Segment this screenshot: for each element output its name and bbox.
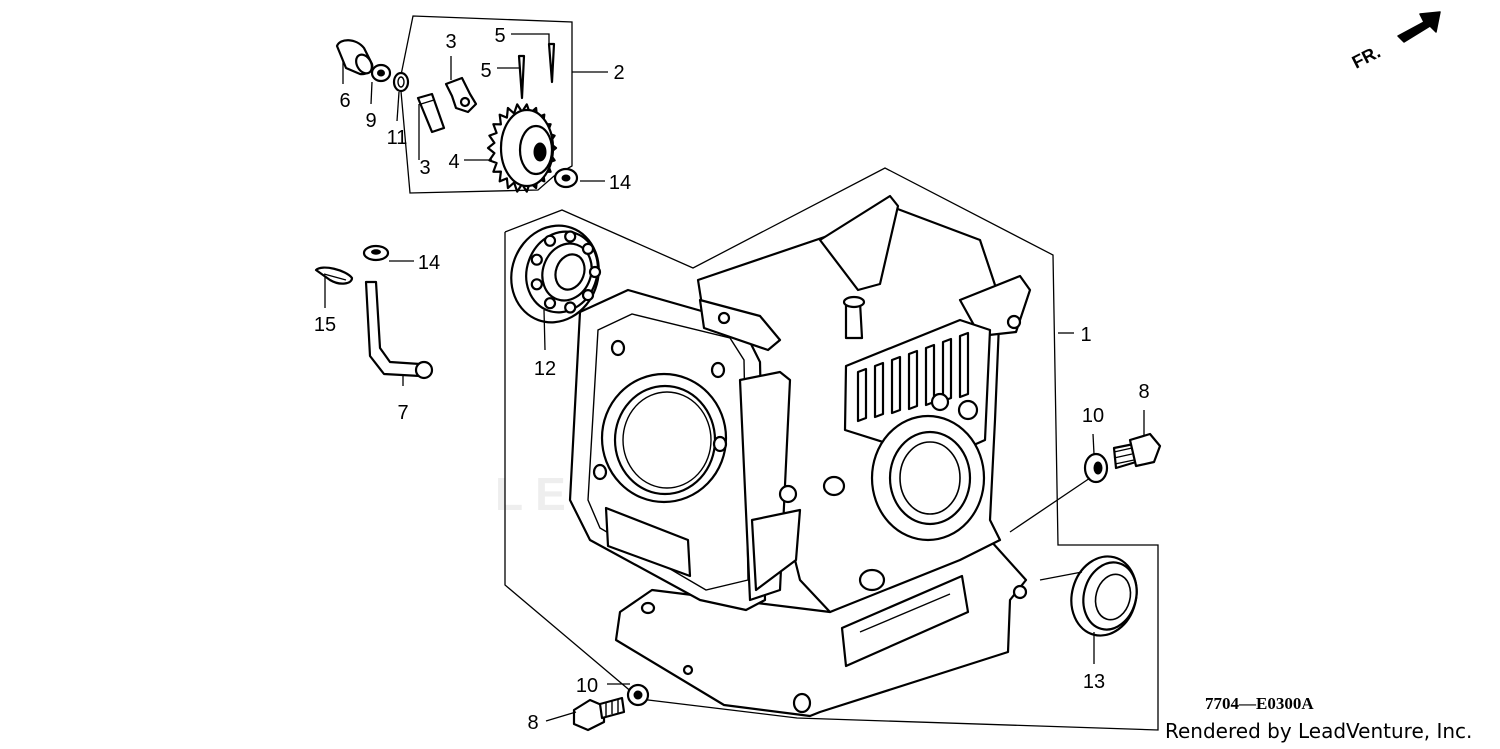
sealing-washer-part-right[interactable]	[1083, 452, 1109, 484]
part-number-label-4: 4	[448, 151, 459, 173]
part-number-label-5b: 5	[480, 60, 491, 82]
part-number-label-7: 7	[397, 402, 408, 424]
group-frame-oil-gear	[399, 15, 573, 194]
cooling-fin	[907, 349, 919, 411]
bearing-ball	[564, 230, 577, 243]
washer-part-9[interactable]	[370, 63, 392, 83]
bearing-ball	[543, 234, 557, 247]
part-number-label-3b: 3	[419, 157, 430, 179]
ball-bearing-part[interactable]	[498, 213, 612, 335]
bearing-ball	[530, 278, 543, 291]
cooling-fin	[941, 337, 953, 403]
part-number-label-14a: 14	[609, 172, 631, 194]
sealing-washer-part-bottom[interactable]	[626, 683, 650, 707]
leader-lines	[324, 33, 1145, 722]
front-direction-arrow-icon	[1397, 11, 1441, 43]
part-number-label-13: 13	[1083, 671, 1105, 693]
thrust-washer-part-lower[interactable]	[362, 244, 390, 262]
governor-weight-upper-part[interactable]	[444, 76, 478, 114]
cooling-fin	[890, 355, 902, 415]
oil-seal-part[interactable]	[1063, 549, 1146, 643]
front-direction-indicator: FR.	[1349, 11, 1441, 73]
pin-part-upper[interactable]	[547, 42, 556, 84]
bearing-ball	[564, 301, 577, 314]
bearing-ball	[588, 265, 602, 279]
drain-bolt-part-bottom[interactable]	[572, 696, 626, 732]
breather-cap-part[interactable]	[335, 39, 375, 76]
cylinder-barrel-part[interactable]	[568, 194, 1032, 718]
governor-arm-rod-part[interactable]	[364, 280, 434, 380]
part-number-label-6: 6	[339, 90, 350, 112]
cooling-fin	[958, 331, 970, 399]
cooling-fin	[924, 343, 936, 407]
circlip-part[interactable]	[392, 71, 410, 93]
cooling-fin	[873, 361, 885, 419]
bearing-ball	[543, 297, 557, 310]
pin-part-lower[interactable]	[517, 54, 526, 100]
part-number-label-5a: 5	[494, 25, 505, 47]
governor-weight-lower-part[interactable]	[416, 92, 446, 134]
diagram-code: 7704—E0300A	[1205, 694, 1314, 713]
bearing-ball	[581, 242, 595, 255]
governor-gear-part[interactable]	[486, 103, 558, 193]
part-number-label-12: 12	[534, 358, 556, 380]
part-number-label-10a: 10	[1082, 405, 1104, 427]
part-number-label-10b: 10	[576, 675, 598, 697]
rendered-by-credit: Rendered by LeadVenture, Inc.	[1165, 719, 1472, 743]
part-number-label-1: 1	[1080, 324, 1091, 346]
part-number-label-15: 15	[314, 314, 336, 336]
part-number-label-11: 11	[387, 127, 408, 149]
bearing-ball	[530, 253, 543, 266]
bearing-ball	[581, 289, 595, 302]
cooling-fin	[856, 367, 868, 423]
part-number-label-8b: 8	[527, 712, 538, 734]
front-direction-label: FR.	[1349, 42, 1384, 73]
group-frame-crankcase	[504, 167, 1159, 731]
drain-bolt-part-right[interactable]	[1112, 432, 1162, 470]
part-number-label-8a: 8	[1138, 381, 1149, 403]
part-number-label-9: 9	[365, 110, 376, 132]
pipe-clip-part[interactable]	[314, 266, 354, 285]
part-number-label-3a: 3	[445, 31, 456, 53]
part-number-label-14b: 14	[418, 252, 440, 274]
part-number-label-2: 2	[613, 62, 624, 84]
thrust-washer-part-upper[interactable]	[553, 167, 579, 189]
